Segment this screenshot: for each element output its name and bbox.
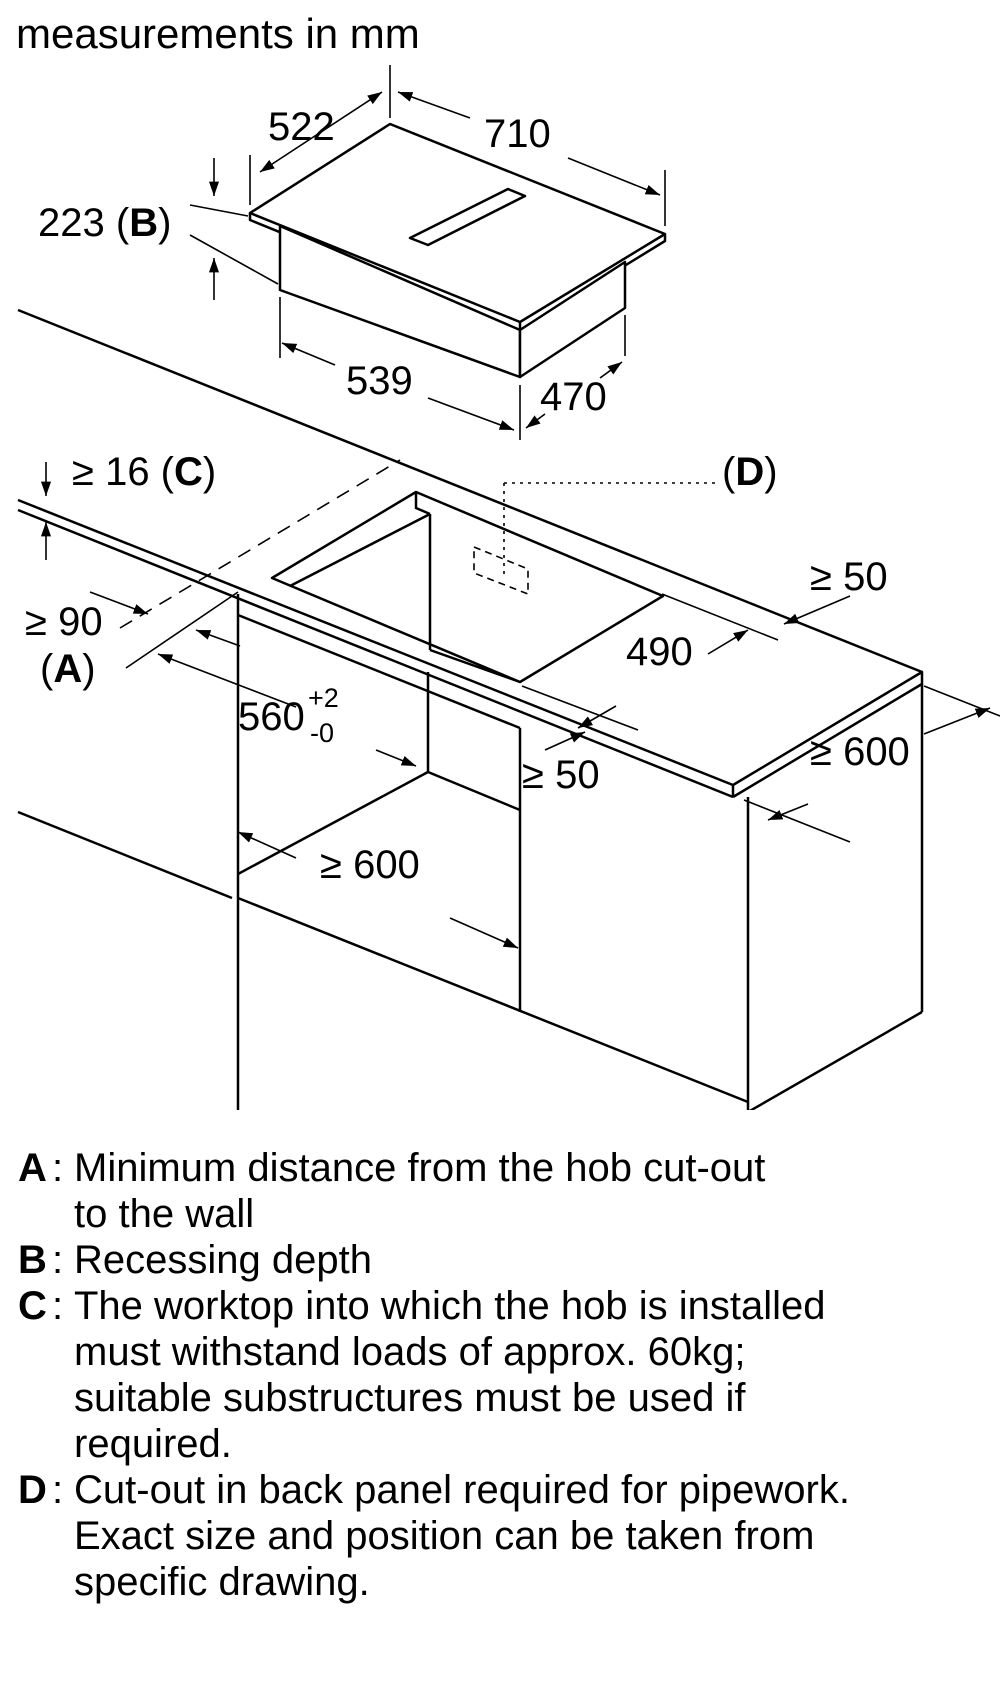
worktop-dimensions [40, 462, 1000, 949]
measurements-title: measurements in mm [16, 10, 420, 57]
label-worktop-depth: ≥ 600 [810, 730, 910, 774]
label-front-clearance: ≥ 50 [522, 753, 600, 797]
hob-drawing [248, 122, 667, 379]
legend-text: Minimum distance from the hob cut-out to… [74, 1146, 766, 1236]
label-cutout-depth: 490 [626, 630, 693, 674]
installation-diagram: measurements in mm [16, 10, 1000, 1110]
reference-lines [119, 459, 718, 629]
label-hob-width-top: 710 [484, 112, 551, 156]
label-cutout-tol-minus: -0 [310, 718, 334, 748]
label-cutout-tol-plus: +2 [308, 683, 339, 713]
legend-key: B [18, 1238, 47, 1282]
legend-entry-d: D: Cut-out in back panel required for pi… [18, 1467, 988, 1605]
worktop-drawing [17, 308, 924, 1110]
legend-key: C [18, 1284, 47, 1328]
label-cabinet-width: ≥ 600 [320, 843, 420, 887]
label-hob-body-depth: 470 [540, 375, 607, 419]
label-rear-clearance: ≥ 50 [810, 555, 888, 599]
legend-text: Cut-out in back panel required for pipew… [74, 1468, 850, 1604]
label-wall-key: (A) [40, 647, 96, 691]
label-worktop-thickness: ≥ 16 (C) [72, 450, 216, 494]
legend-entry-c: C: The worktop into which the hob is ins… [18, 1283, 988, 1467]
legend-key: D [18, 1468, 47, 1512]
legend-entry-b: B: Recessing depth [18, 1237, 988, 1283]
hob-dimensions [189, 65, 666, 440]
legend-entry-a: A: Minimum distance from the hob cut-out… [18, 1145, 988, 1237]
label-hob-body-width: 539 [346, 359, 413, 403]
backpanel-cutout [473, 545, 529, 596]
legend-key: A [18, 1146, 47, 1190]
label-recess-depth: 223 (B) [38, 201, 171, 245]
legend-text: The worktop into which the hob is instal… [74, 1284, 826, 1466]
label-backpanel: (D) [722, 450, 778, 494]
label-wall-distance: ≥ 90 [25, 600, 103, 644]
legend-text: Recessing depth [74, 1238, 372, 1282]
dimension-labels: 522 710 223 (B) 539 470 ≥ 16 (C) (D) ≥ 9… [25, 105, 910, 887]
legend: A: Minimum distance from the hob cut-out… [18, 1145, 988, 1605]
label-cutout-width: 560 [238, 695, 305, 739]
label-hob-depth-top: 522 [268, 105, 335, 149]
